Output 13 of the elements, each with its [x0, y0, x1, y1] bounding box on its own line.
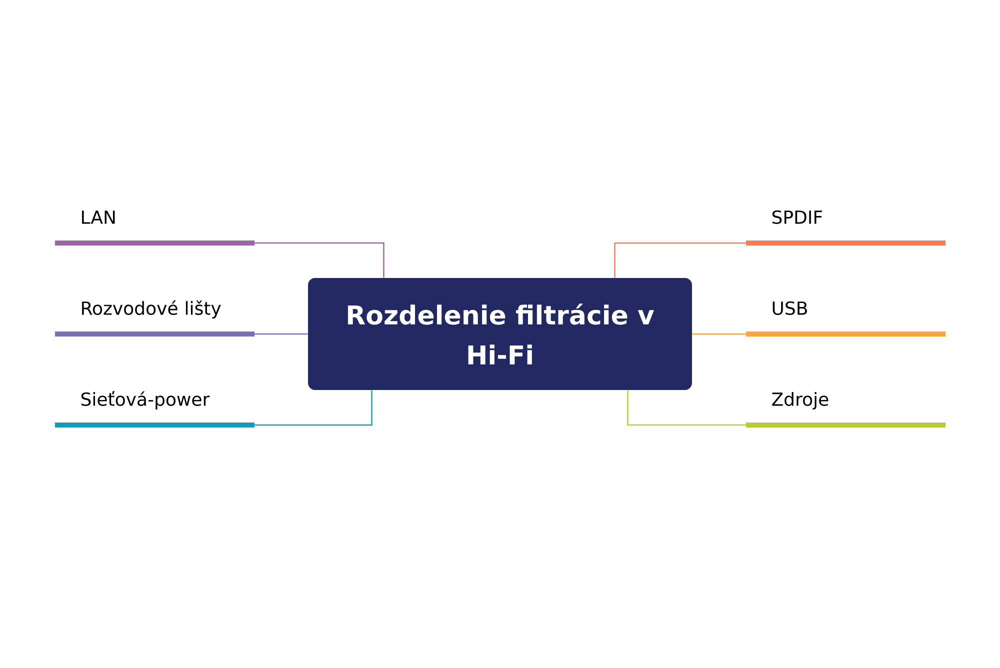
underlined-label: USB [746, 301, 946, 336]
underlined-label: Rozvodové lišty [55, 300, 255, 336]
underlined-label: SPDIF [746, 210, 946, 246]
connector-line [254, 390, 372, 426]
title-box: Rozdelenie filtrácie v Hi-Fi [308, 278, 692, 390]
underlined-label: Sieťová-power [55, 391, 255, 428]
underlined-label: LAN [55, 210, 255, 246]
connector-line [254, 333, 308, 335]
connector-line [627, 390, 746, 426]
connector-line [614, 242, 746, 278]
connector-line [692, 333, 746, 335]
connector-line [254, 242, 384, 278]
underlined-label: Zdroje [746, 392, 946, 428]
